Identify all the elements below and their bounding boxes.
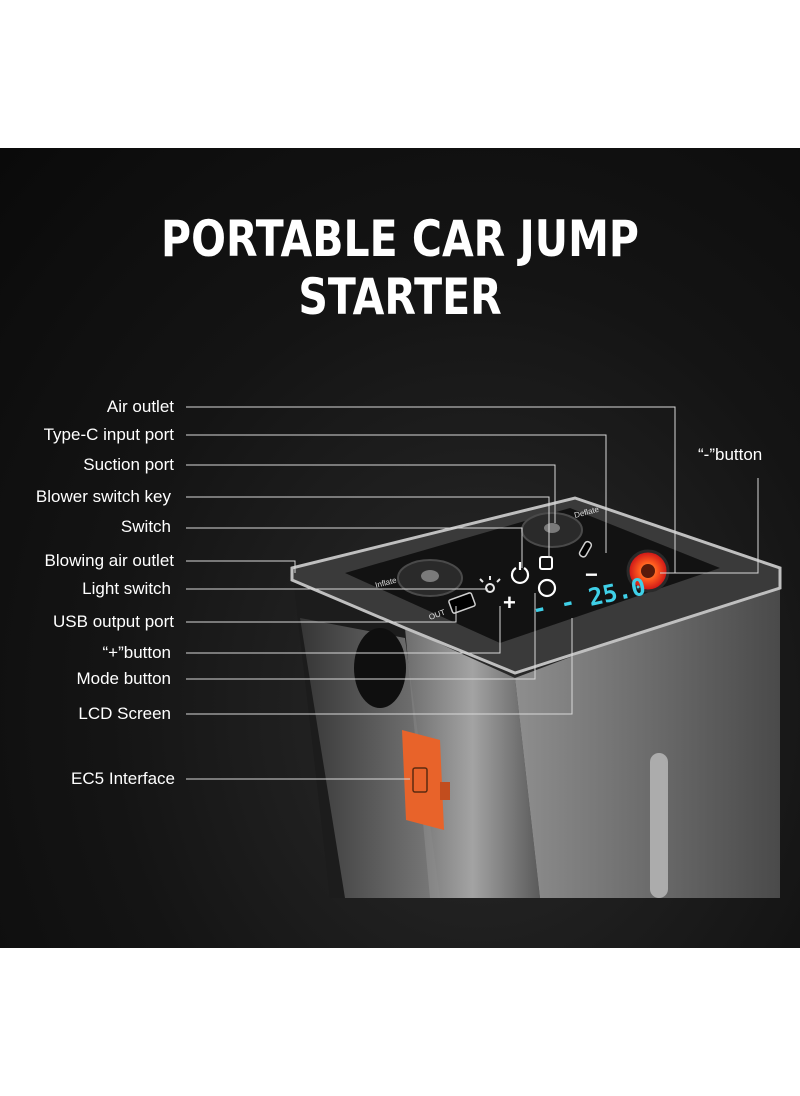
device-right-face [515, 578, 780, 898]
product-panel: Inflate Deflate OUT + − - - 25.0 [0, 148, 800, 948]
page-title: PORTABLE CAR JUMP STARTER [161, 210, 639, 326]
plus-button: + [503, 590, 516, 615]
label-type-c-input-port: Type-C input port [43, 425, 174, 444]
blower-switch-icon [539, 556, 553, 570]
ec5-interface-cover [402, 730, 444, 830]
device-front-face [405, 628, 540, 898]
mode-button [537, 578, 557, 598]
top-panel-surface [345, 508, 720, 643]
minus-button-symbol: − [585, 562, 598, 587]
light-strip [650, 753, 668, 898]
label-lcd-screen: LCD Screen [78, 704, 171, 723]
power-switch-icon [510, 562, 530, 585]
label-blowing-air-outlet: Blowing air outlet [44, 551, 174, 570]
type-c-port [578, 540, 593, 558]
label-suction-port: Suction port [83, 455, 174, 474]
label-minus-button: “-”button [698, 445, 763, 464]
device-chamfer [300, 618, 440, 898]
label-ec5-interface: EC5 Interface [71, 769, 175, 788]
label-usb-output-port: USB output port [53, 612, 174, 631]
label-mode-button: Mode button [76, 669, 171, 688]
device-illustration: Inflate Deflate OUT + − - - 25.0 [186, 406, 782, 898]
usb-port [448, 592, 476, 614]
label-blower-switch-key: Blower switch key [35, 487, 171, 506]
device-notch [354, 628, 406, 708]
label-switch: Switch [120, 517, 171, 536]
label-plus-button: “+”button [102, 643, 171, 662]
light-switch-icon [479, 576, 501, 593]
leader-lines [186, 406, 759, 780]
label-light-switch: Light switch [82, 579, 171, 598]
label-air-outlet: Air outlet [106, 397, 174, 416]
